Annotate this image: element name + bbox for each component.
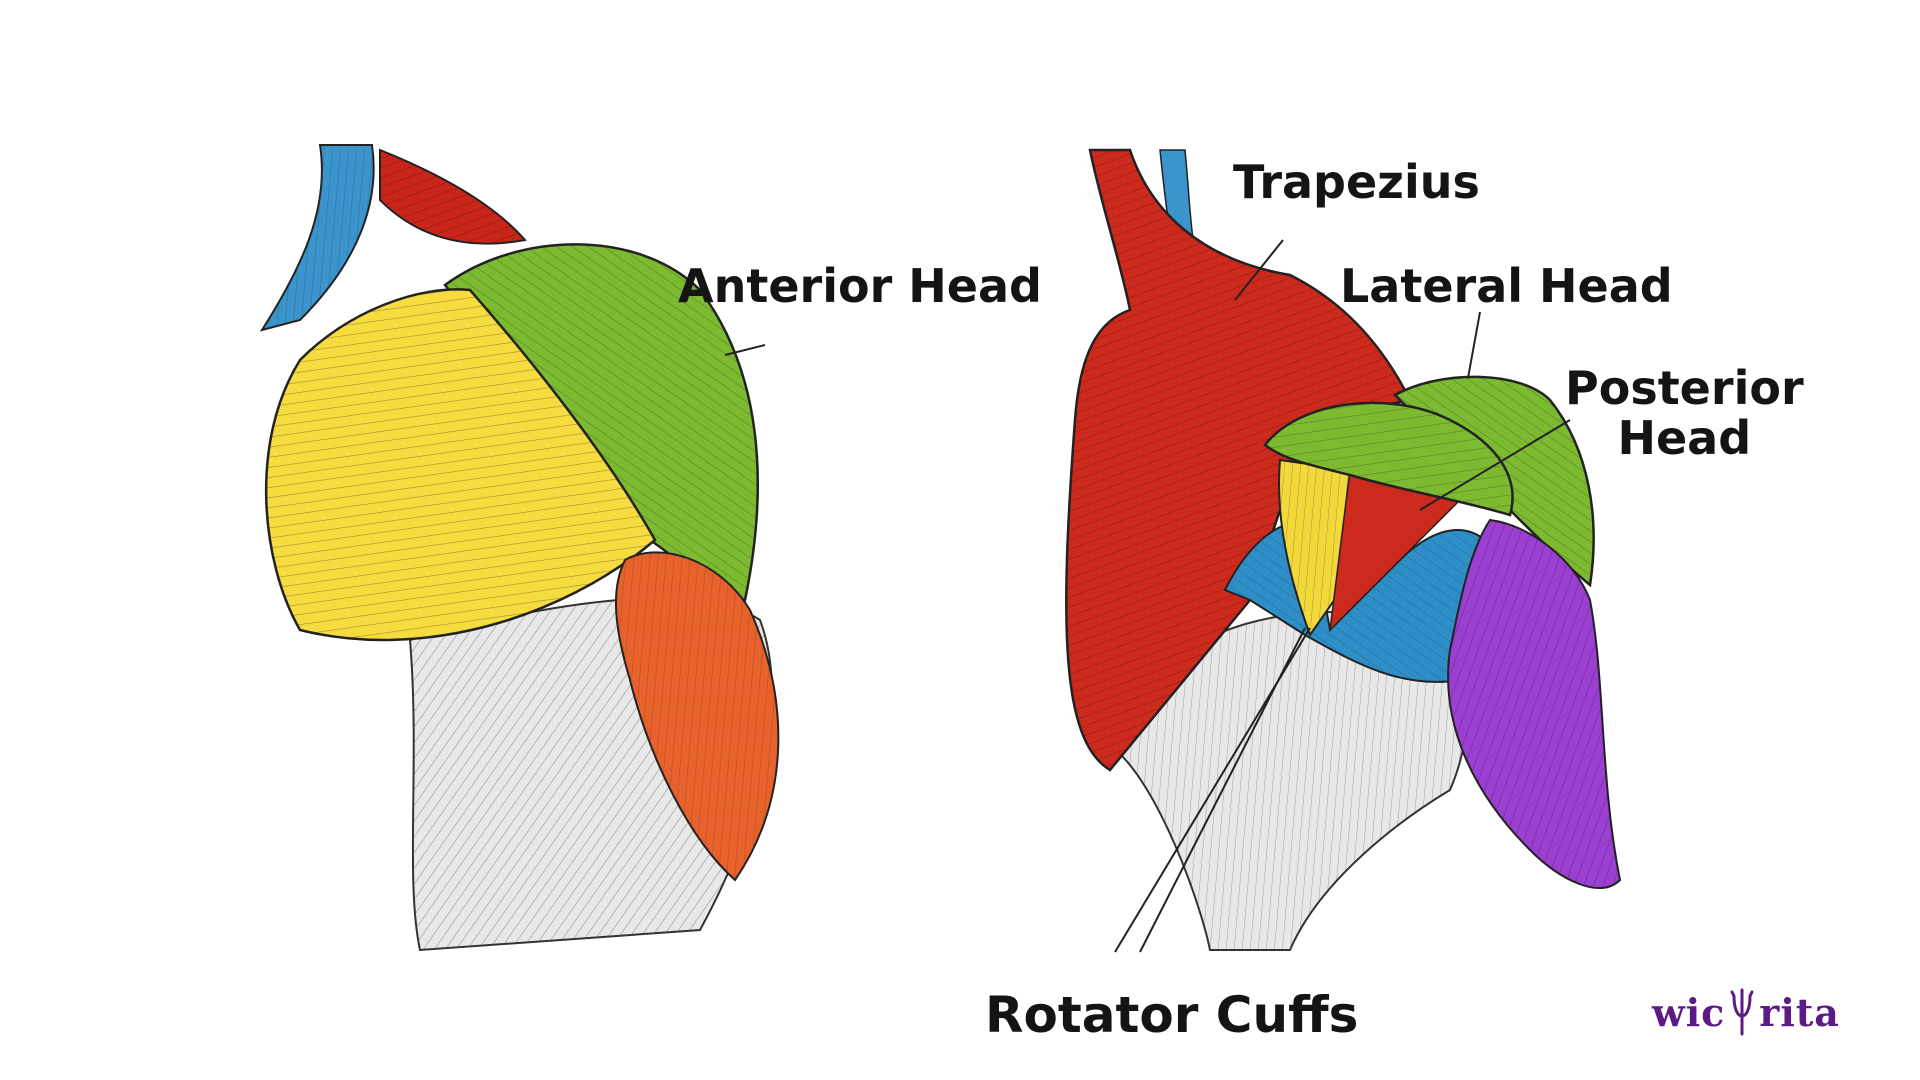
brand-logo: wic rita [1652,986,1840,1038]
back-view-figure [1065,148,1622,953]
posterior-head-label-line2: Head [1617,410,1752,465]
rotator-cuffs-leader-2 [1139,627,1306,953]
anterior-head-label: Anterior Head [678,259,1042,313]
posterior-head-label: Posterior Head [1565,361,1804,465]
trident-icon [1730,988,1754,1036]
posterior-head-leader [1419,419,1571,511]
posterior-head-label-line1: Posterior [1565,361,1804,415]
trapezius-label: Trapezius [1233,155,1480,209]
lateral-head-leader [1467,311,1481,379]
brand-left-text: wic [1652,989,1726,1035]
lateral-head-label: Lateral Head [1340,259,1673,313]
front-view-figure [259,144,780,952]
trapezius-leader [1234,239,1284,301]
anterior-head-leader [724,344,766,356]
brand-right-text: rita [1759,989,1840,1035]
rotator-cuffs-label: Rotator Cuffs [985,986,1359,1044]
